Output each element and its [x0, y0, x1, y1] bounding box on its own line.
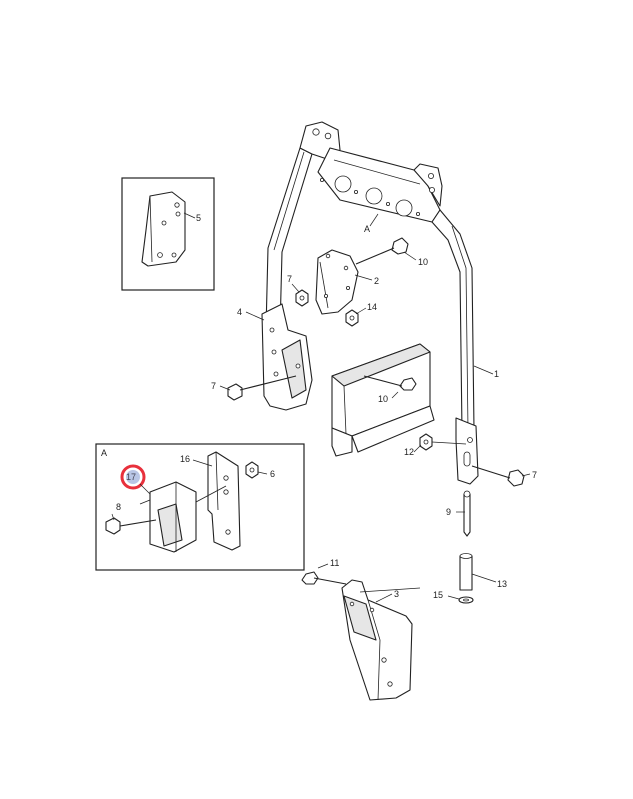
- bracket-part-16: [195, 451, 241, 551]
- washer-part-15: [458, 596, 474, 604]
- callout-16[interactable]: 16: [180, 454, 190, 464]
- callout-4[interactable]: 4: [237, 307, 242, 317]
- callout-11[interactable]: 11: [330, 558, 339, 568]
- clamp-part-17: [139, 481, 197, 553]
- callout-1[interactable]: 1: [494, 369, 499, 379]
- callout-15[interactable]: 15: [433, 590, 443, 600]
- callout-14[interactable]: 14: [367, 302, 377, 312]
- bolt-part-10-lower: [363, 375, 417, 391]
- callout-3[interactable]: 3: [394, 589, 399, 599]
- nut-part-6: [245, 461, 259, 479]
- callout-9[interactable]: 9: [446, 507, 451, 517]
- mounting-plate: [331, 343, 435, 457]
- callout-5[interactable]: 5: [196, 213, 201, 223]
- bolt-part-7-left: [227, 375, 297, 401]
- detail-box-a: [95, 443, 305, 571]
- callout-10-lower[interactable]: 10: [378, 394, 388, 404]
- callout-7-left[interactable]: 7: [211, 381, 216, 391]
- main-frame-part-1: [265, 121, 479, 485]
- detail-marker-a: A: [364, 224, 370, 234]
- bracket-part-5: [141, 191, 186, 267]
- callout-7-right[interactable]: 7: [532, 470, 537, 480]
- bolt-part-11: [301, 571, 347, 585]
- side-bracket-part-4: [261, 303, 313, 411]
- callout-2[interactable]: 2: [374, 276, 379, 286]
- lower-bracket-part-3: [341, 579, 421, 701]
- callout-13[interactable]: 13: [497, 579, 507, 589]
- bolt-part-10-upper: [355, 237, 409, 265]
- callout-7-upper[interactable]: 7: [287, 274, 292, 284]
- detail-box-a-label: A: [101, 448, 107, 458]
- callout-8[interactable]: 8: [116, 502, 121, 512]
- callout-10-upper[interactable]: 10: [418, 257, 428, 267]
- bolt-part-8: [105, 517, 157, 535]
- nut-part-14: [345, 309, 359, 327]
- nut-part-7-upper: [295, 289, 309, 307]
- callout-12[interactable]: 12: [404, 447, 414, 457]
- highlighted-callout-17[interactable]: 17: [120, 464, 146, 490]
- callout-6[interactable]: 6: [270, 469, 275, 479]
- callout-17[interactable]: 17: [126, 472, 136, 482]
- bolt-part-7-right: [471, 465, 525, 487]
- highlight-dot: [126, 470, 140, 484]
- highlight-ring: [120, 464, 146, 490]
- bracket-part-2: [315, 249, 359, 315]
- spacer-part-13: [459, 553, 473, 591]
- pin-part-9: [463, 490, 471, 537]
